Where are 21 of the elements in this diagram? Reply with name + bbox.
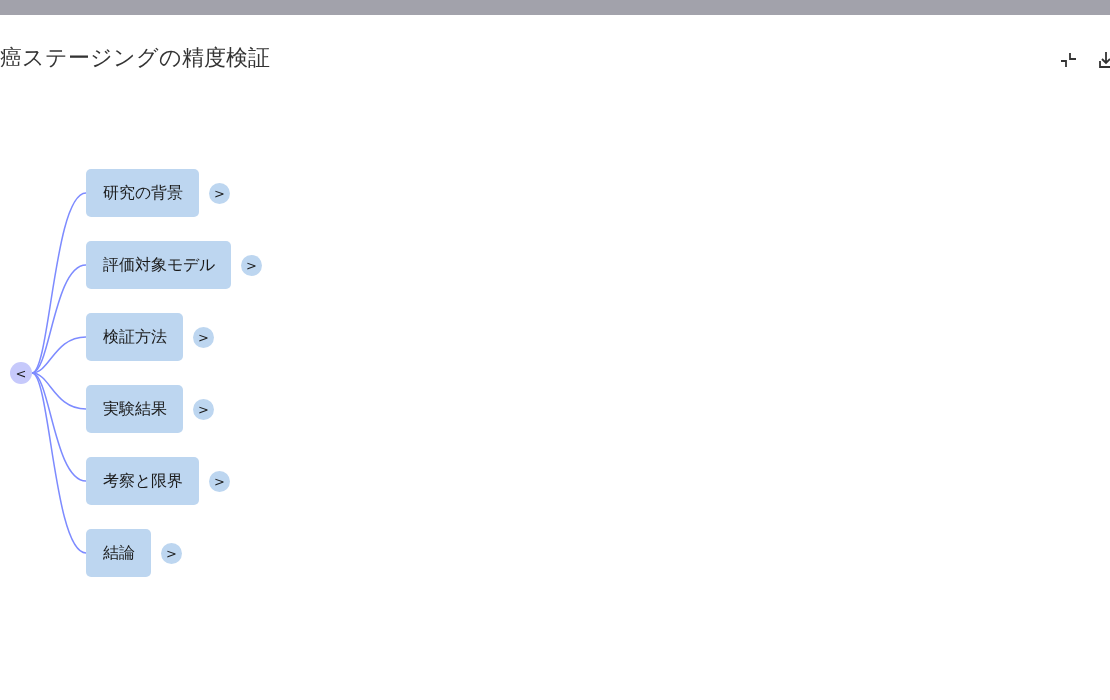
- topic-box: [86, 169, 199, 217]
- topic-box: [86, 241, 231, 289]
- expand-toggle: >: [193, 326, 214, 348]
- expand-toggle: >: [209, 470, 230, 492]
- expand-toggle: >: [193, 398, 214, 420]
- topic-box: [86, 529, 151, 577]
- expand-toggle: >: [241, 254, 262, 276]
- expand-toggle: >: [209, 182, 230, 204]
- topic-box: [86, 457, 199, 505]
- topic-label: 考察と限界: [103, 470, 183, 492]
- topic-box: [86, 385, 183, 433]
- connector-curve: [31, 372, 87, 554]
- expand-toggle: >: [161, 542, 182, 564]
- topic-label: 研究の背景: [103, 182, 183, 204]
- topic-label: 検証方法: [103, 326, 167, 348]
- topic-label: 結論: [103, 542, 135, 564]
- diagram-title: 癌ステージングの精度検証: [0, 44, 270, 72]
- topic-label: 評価対象モデル: [103, 254, 215, 276]
- collapse-toggle: <: [10, 362, 32, 384]
- topic-label: 実験結果: [103, 398, 167, 420]
- topic-box: [86, 313, 183, 361]
